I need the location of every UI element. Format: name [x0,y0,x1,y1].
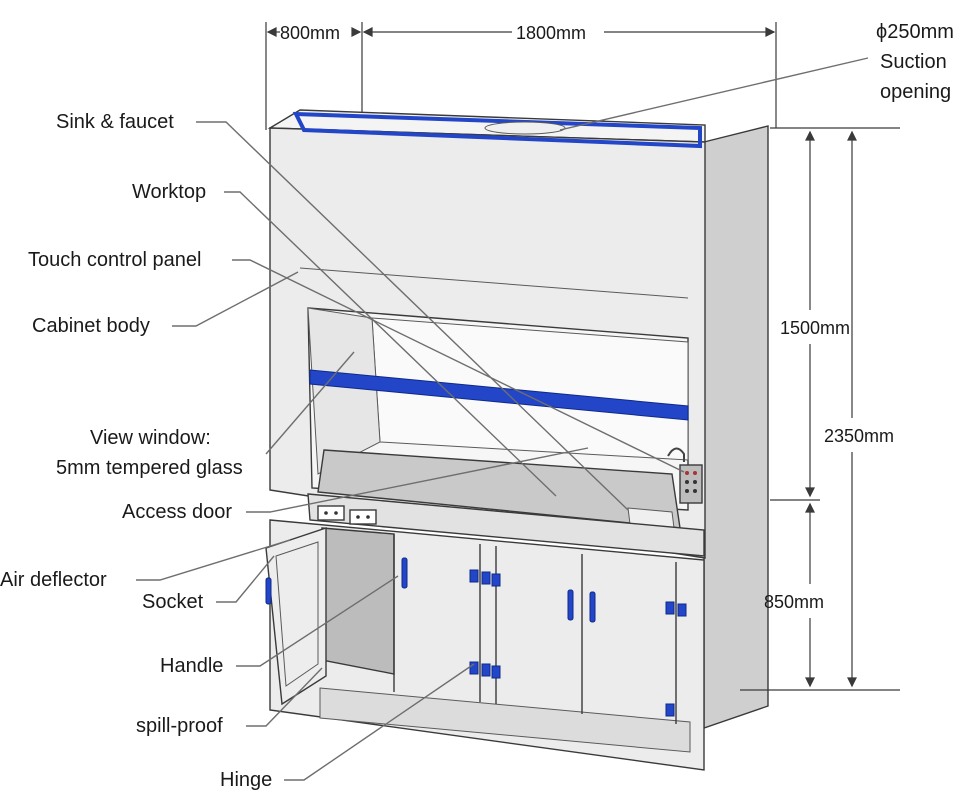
socket-shape [317,505,345,521]
fume-hood-illustration [265,109,769,771]
suction-opening-shape [484,121,566,135]
base-plinth [319,687,691,753]
width-dimension: 1800mm [516,23,586,43]
label-view-window-line1: View window: [90,427,211,449]
label-access-door: Access door [122,501,232,523]
depth-dimension: 800mm [280,23,340,43]
open-door-panel [265,527,327,706]
upper-height-dimension: 1500mm [780,318,850,338]
sash-bar [309,369,689,421]
label-view-window-line2: 5mm tempered glass [56,457,243,479]
suction-label-line2: Suction [880,51,947,73]
label-hinge: Hinge [220,769,272,791]
top-rail [292,111,702,149]
label-touch-panel: Touch control panel [28,249,201,271]
faucet-shape [667,447,685,462]
label-spill-proof: spill-proof [136,715,223,737]
suction-label-line1: ϕ250mm [876,21,954,43]
air-deflector-strip [307,493,705,557]
view-window-glass [307,307,381,475]
handle-shape [401,557,408,589]
label-air-deflector: Air deflector [0,569,107,591]
label-handle: Handle [160,655,223,677]
label-socket: Socket [142,591,204,613]
total-height-dimension: 2350mm [824,426,894,446]
leader-lines [136,57,869,781]
cabinet-right-side [703,125,769,729]
lower-height-dimension: 850mm [764,592,824,612]
open-cupboard [321,527,395,675]
hinge-shape [469,569,479,583]
label-sink-faucet: Sink & faucet [56,111,174,133]
dimension-lines [265,22,900,691]
label-worktop: Worktop [132,181,206,203]
suction-label-line3: opening [880,81,951,103]
touch-panel-shape [679,464,703,504]
label-cabinet-body: Cabinet body [32,315,150,337]
